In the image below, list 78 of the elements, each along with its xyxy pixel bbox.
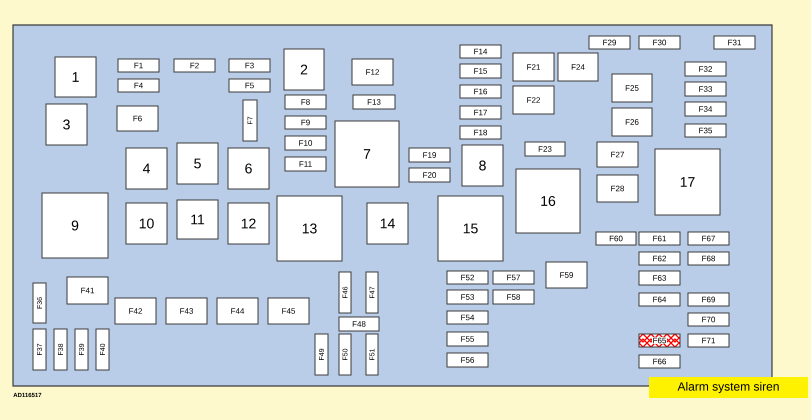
fuse-slot: F30: [638, 36, 680, 50]
fuse-slot: F33: [684, 82, 726, 96]
fuse-slot: F48: [338, 316, 380, 332]
fuse-slot: F65: [638, 334, 680, 348]
fuse-slot: F20: [408, 168, 450, 182]
fuse-slot: F68: [688, 252, 730, 266]
fuse-slot: F19: [408, 148, 450, 162]
fuse-slot: F55: [446, 332, 488, 346]
fuse-slot: F66: [638, 354, 680, 368]
fuse-slot: F57: [492, 270, 534, 284]
fuse-slot: F35: [684, 124, 726, 138]
fuse-slot: F58: [492, 290, 534, 304]
relay-slot: 7: [334, 120, 400, 188]
relay-slot: 10: [126, 202, 168, 244]
fuse-slot: F42: [114, 298, 156, 324]
fuse-slot: F21: [512, 52, 554, 82]
fuse-slot: F8: [284, 94, 326, 110]
fuse-slot: F41: [66, 276, 108, 304]
fuse-slot: F16: [460, 84, 502, 98]
fuse-slot: F71: [688, 334, 730, 348]
fuse-slot: F64: [638, 292, 680, 306]
relay-slot: 13: [276, 196, 342, 262]
fuse-slot: F10: [284, 136, 326, 150]
fuse-slot: F56: [446, 352, 488, 368]
fuse-slot: F69: [688, 292, 730, 306]
relay-slot: 17: [654, 148, 720, 216]
relay-slot: 15: [438, 196, 504, 262]
fuse-slot: F44: [216, 298, 258, 324]
fuse-slot: F9: [284, 116, 326, 130]
fuse-slot: F25: [612, 74, 652, 102]
fuse-slot: F29: [588, 36, 630, 50]
fuse-slot: F61: [638, 232, 680, 246]
fuse-slot: F62: [638, 252, 680, 266]
relay-slot: 4: [126, 148, 168, 190]
relay-slot: 5: [176, 142, 218, 184]
fuse-slot: F26: [612, 108, 652, 136]
fuse-slot: F23: [524, 142, 566, 156]
relay-slot: 12: [228, 202, 270, 244]
fuse-slot: F53: [446, 290, 488, 304]
fuse-slot: F12: [352, 58, 394, 86]
fuse-slot: F22: [512, 86, 554, 114]
fuse-slot: F52: [446, 270, 488, 284]
fuse-slot: F59: [546, 262, 588, 288]
fuse-slot: F11: [284, 156, 326, 172]
fuse-slot: F43: [166, 298, 208, 324]
relay-slot: 6: [228, 148, 270, 190]
callout-label: Alarm system siren: [649, 377, 808, 398]
fuse-slot: F18: [460, 126, 502, 140]
fuse-slot: F32: [684, 62, 726, 76]
fuse-slot: F6: [116, 106, 158, 132]
fuse-slot: F70: [688, 312, 730, 326]
fuse-slot: F31: [714, 36, 756, 50]
fuse-slot: F24: [558, 52, 598, 82]
relay-slot: 3: [46, 104, 88, 146]
fuse-slot: F28: [596, 174, 638, 202]
fuse-slot: F27: [596, 142, 638, 168]
fuse-slot: F34: [684, 102, 726, 116]
relay-slot: 14: [366, 202, 408, 244]
relay-slot: 11: [176, 200, 218, 240]
fuse-slot: F60: [596, 232, 636, 246]
relay-slot: 8: [462, 144, 504, 186]
fuse-slot: F14: [460, 44, 502, 58]
fuse-slot: F54: [446, 310, 488, 324]
fuse-slot: F63: [638, 270, 680, 286]
fuse-slot: F17: [460, 106, 502, 120]
relay-slot: 2: [284, 48, 324, 90]
fuse-slot: F15: [460, 64, 502, 78]
fuse-slot: F5: [228, 78, 270, 92]
fuse-slot: F4: [118, 78, 160, 92]
relay-slot: 16: [516, 168, 580, 234]
fuse-slot: F13: [352, 94, 396, 110]
fuse-slot: F3: [228, 58, 270, 72]
relay-slot: 9: [42, 192, 108, 258]
relay-slot: 1: [54, 56, 97, 98]
fuse-slot: F2: [174, 58, 216, 72]
fuse-slot: F67: [688, 232, 730, 246]
fuse-slot: F1: [118, 58, 160, 72]
fuse-slot: F45: [268, 298, 310, 324]
